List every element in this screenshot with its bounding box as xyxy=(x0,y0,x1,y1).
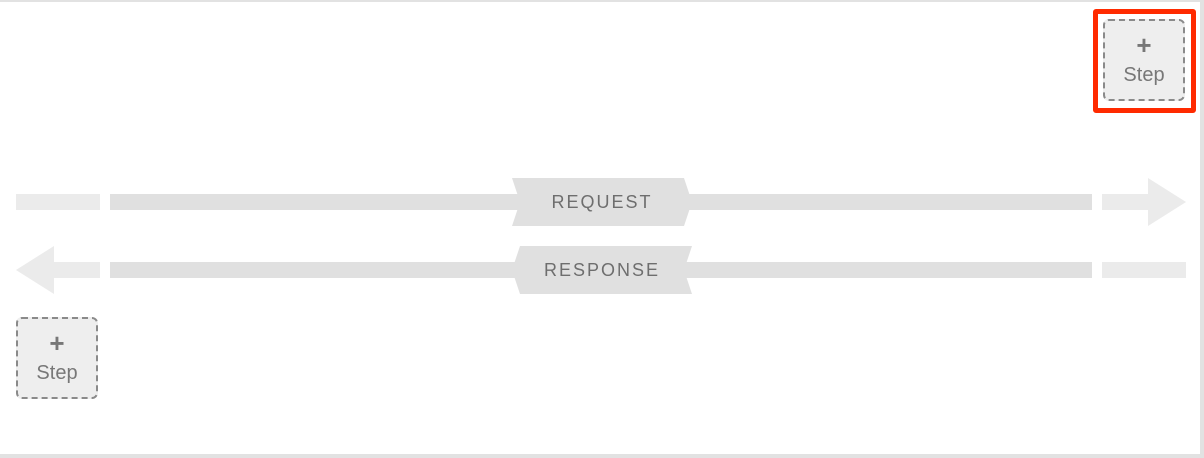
request-bar-left xyxy=(110,194,520,210)
arrow-right-icon xyxy=(1148,178,1186,226)
add-step-button-response[interactable]: + Step xyxy=(16,317,98,399)
request-bar-end xyxy=(1102,194,1150,210)
plus-icon: + xyxy=(49,328,65,358)
response-bar-right xyxy=(684,262,1092,278)
response-bar-left xyxy=(110,262,520,278)
response-label-tag: RESPONSE xyxy=(512,246,692,294)
response-label: RESPONSE xyxy=(543,259,661,280)
request-bar-start xyxy=(16,194,100,210)
bottom-border xyxy=(0,454,1204,458)
top-border xyxy=(0,0,1204,2)
response-bar-start xyxy=(52,262,100,278)
request-label-tag: REQUEST xyxy=(512,178,692,226)
plus-icon: + xyxy=(1136,30,1152,60)
right-border xyxy=(1200,0,1204,458)
request-label: REQUEST xyxy=(551,191,653,212)
step-button-label: Step xyxy=(1123,64,1165,86)
highlight-box xyxy=(1093,9,1196,113)
request-bar-right xyxy=(684,194,1092,210)
arrow-left-icon xyxy=(16,246,54,294)
response-bar-end xyxy=(1102,262,1186,278)
add-step-button-request[interactable]: + Step xyxy=(1103,19,1185,101)
step-button-label: Step xyxy=(36,362,78,384)
